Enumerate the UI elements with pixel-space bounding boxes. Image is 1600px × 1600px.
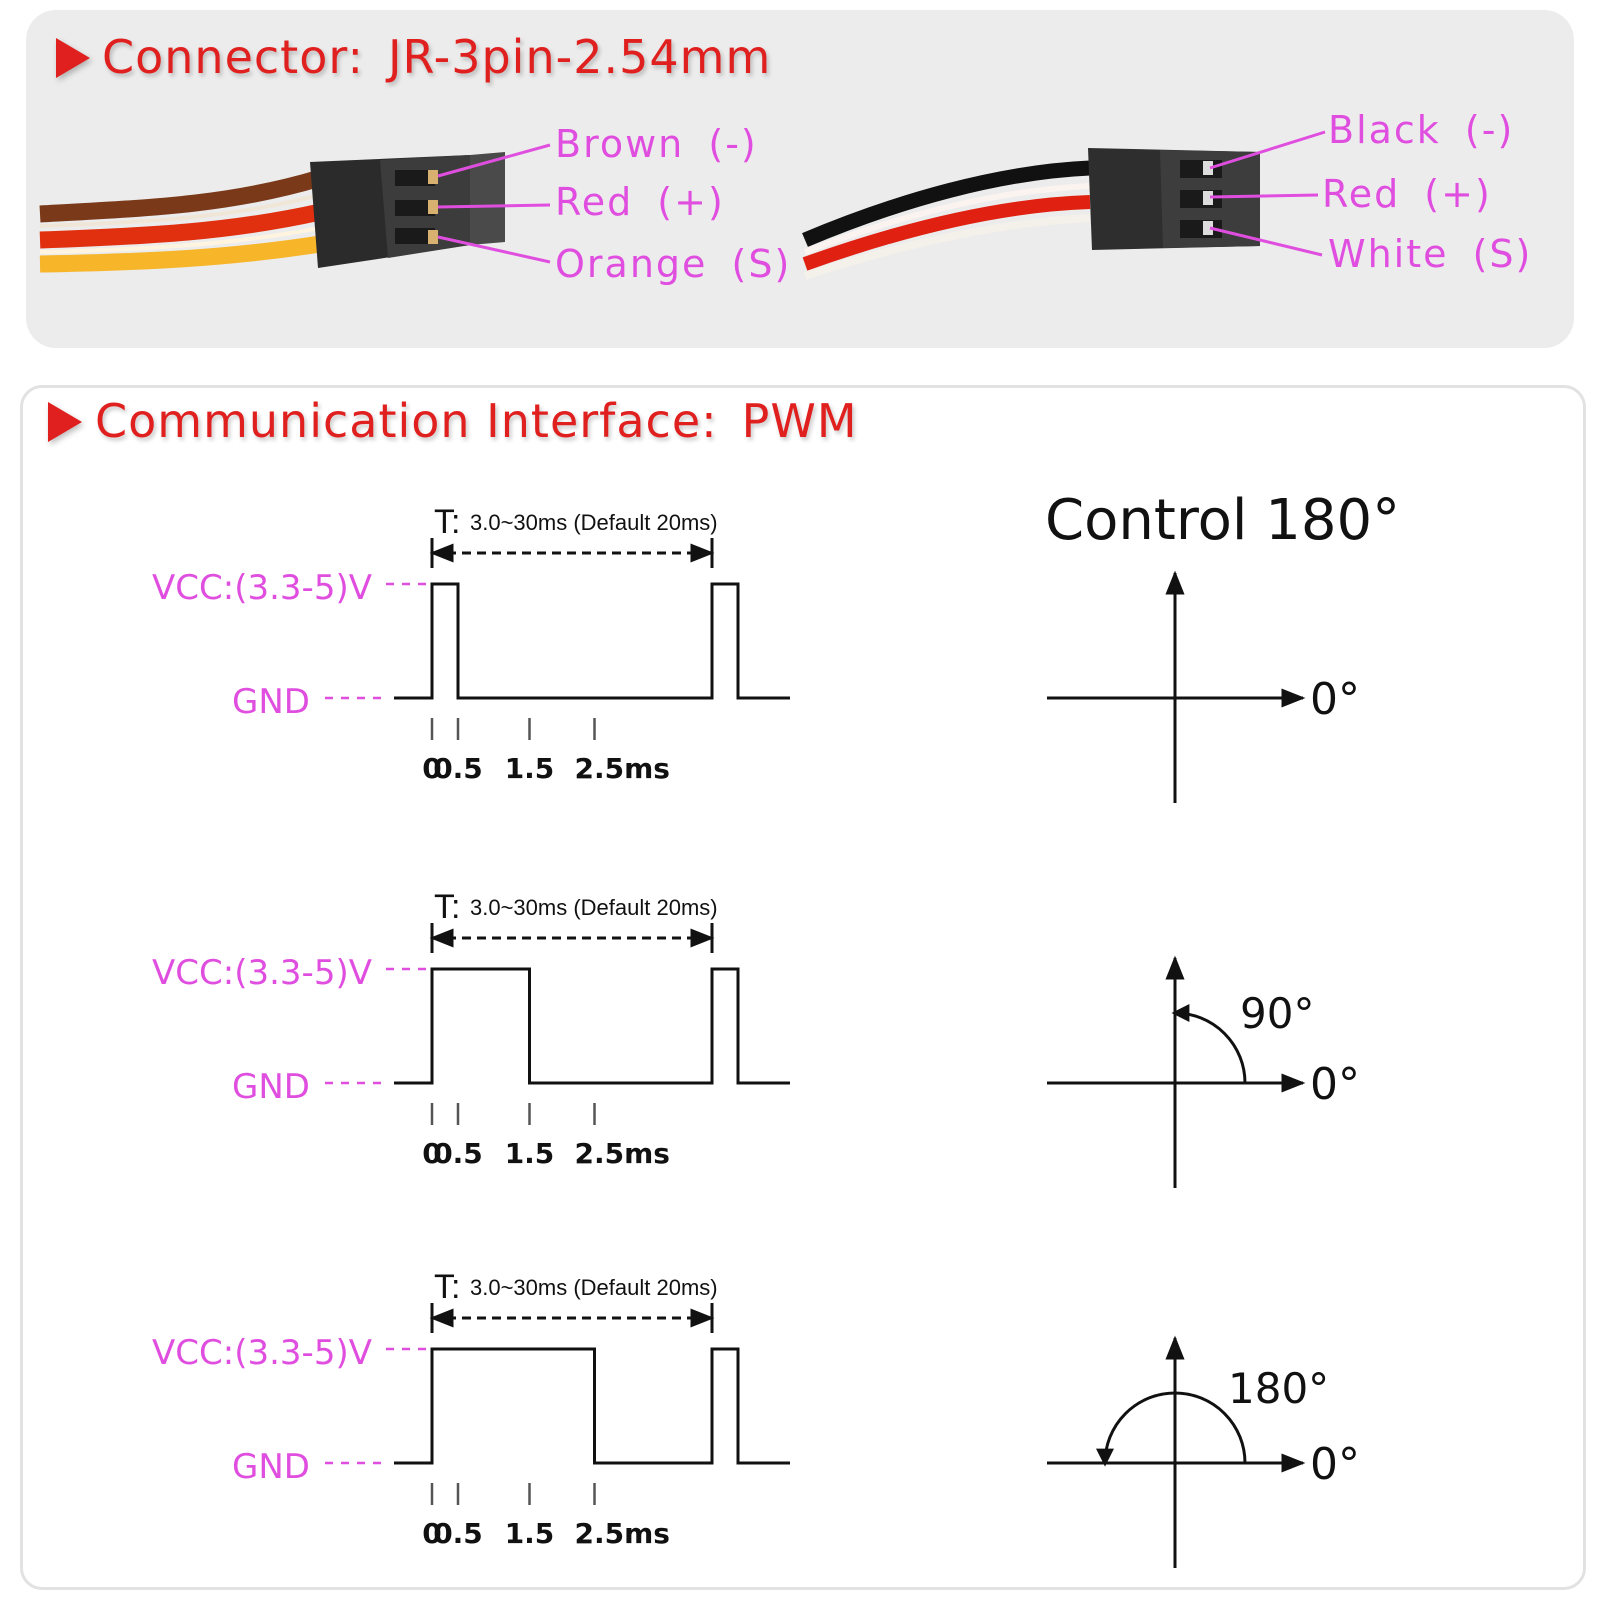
wire-color: Brown [555,122,685,166]
interface-title-prefix: Communication Interface [95,394,702,448]
interface-title: Communication Interface: PWM [95,394,858,448]
period-label-prefix: T: [434,1268,460,1306]
angle-label: 90° [1240,989,1314,1038]
pwm-diagram-1: T: 3.0~30ms (Default 20ms) VCC:(3.3-5)V GND… [152,888,1360,1188]
left-leader-lines [437,143,551,264]
zero-degree-label: 0° [1310,1059,1360,1110]
gnd-label: GND [232,1067,310,1107]
interface-title-arrow-icon [48,402,82,442]
connector-title-arrow-icon [56,38,90,78]
interface-title-sep: : [701,394,718,448]
left-wire-label-2: Orange (S) [555,242,791,286]
vcc-label: VCC:(3.3-5)V [152,953,372,993]
time-tick-label: 1.5 [505,752,555,785]
wire-color: Black [1328,108,1441,152]
wire-polarity: (+) [657,180,725,224]
left-plug-housing [310,152,505,268]
vcc-label: VCC:(3.3-5)V [152,568,372,608]
zero-degree-label: 0° [1310,674,1360,725]
pwm-waveform [394,582,790,700]
wire-polarity: (+) [1424,172,1492,216]
connector-illustration [39,130,1326,280]
wire-color: Orange [555,242,708,286]
wire-color: Red [555,180,634,224]
connector-title-value: JR-3pin-2.54mm [387,30,772,84]
wire-polarity: (S) [731,242,792,286]
pwm-waveform [394,1347,790,1465]
right-wire-label-0: Black (-) [1328,108,1514,152]
time-tick-label: 1.5 [505,1137,555,1170]
time-tick-label: 2.5ms [575,1137,670,1170]
left-wire-label-0: Brown (-) [555,122,758,166]
left-wire-label-1: Red (+) [555,180,725,224]
interface-title-value: PWM [741,394,858,448]
wire-polarity: (S) [1472,232,1533,276]
connector-title: Connector: JR-3pin-2.54mm [102,30,771,84]
vcc-label: VCC:(3.3-5)V [152,1333,372,1373]
wire-polarity: (-) [1464,108,1515,152]
time-tick-label: 0 [422,752,441,785]
gnd-label: GND [232,682,310,722]
time-tick-label: 0.5 [433,1137,483,1170]
time-tick-label: 1.5 [505,1517,555,1550]
pwm-waveform [394,967,790,1085]
angle-label: 180° [1228,1364,1329,1413]
angle-arc [1096,1391,1247,1467]
left-plug-wires [39,169,323,273]
zero-degree-label: 0° [1310,1439,1360,1490]
time-tick-label: 2.5ms [575,1517,670,1550]
wire-color: White [1328,232,1449,276]
wire-polarity: (-) [708,122,758,166]
connector-title-prefix: Connector [102,30,348,84]
right-wire-label-2: White (S) [1328,232,1532,276]
angle-arc [1171,1004,1247,1084]
period-label-value: 3.0~30ms (Default 20ms) [470,510,718,535]
control-title: Control 180° [1045,488,1401,553]
right-wire-label-1: Red (+) [1322,172,1492,216]
period-label-prefix: T: [434,503,460,541]
period-label-value: 3.0~30ms (Default 20ms) [470,1275,718,1300]
time-tick-label: 0.5 [433,1517,483,1550]
period-label-value: 3.0~30ms (Default 20ms) [470,895,718,920]
time-tick-label: 0 [422,1517,441,1550]
time-tick-label: 2.5ms [575,752,670,785]
gnd-label: GND [232,1447,310,1487]
right-plug-housing [1088,148,1260,250]
time-tick-label: 0.5 [433,752,483,785]
connector-title-sep: : [347,30,364,84]
period-label-prefix: T: [434,888,460,926]
interface-panel [20,385,1586,1590]
time-tick-label: 0 [422,1137,441,1170]
right-leader-lines [1209,130,1326,257]
wire-color: Red [1322,172,1401,216]
pwm-diagram-2: T: 3.0~30ms (Default 20ms) VCC:(3.3-5)V GND… [152,1268,1360,1568]
pwm-diagram-0: T: 3.0~30ms (Default 20ms) VCC:(3.3-5)V GND… [152,503,1360,803]
right-plug-wires [802,160,1091,280]
